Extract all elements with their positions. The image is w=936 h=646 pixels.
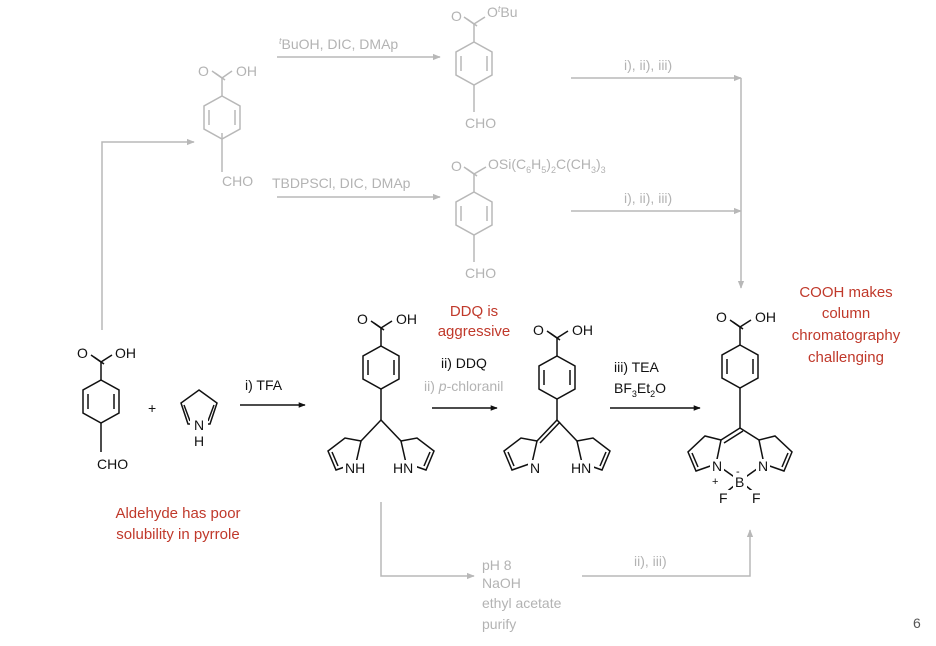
bodipy-acid-o-label: O [716, 309, 727, 325]
tbu-ester-structure [455, 16, 493, 112]
silyl-ester-cho-label: CHO [465, 265, 496, 281]
upper-acid-cho-label: CHO [222, 173, 253, 189]
tbdps-reagent-label: TBDPSCl, DIC, DMAp [272, 175, 411, 191]
tbu-ester-otbu-label: OtBu [487, 4, 518, 20]
bodipy-acid-oh-label: OH [755, 309, 776, 325]
workup-line-3: ethyl acetate [482, 595, 562, 611]
cooh-note-line-3: chromatography [792, 327, 901, 344]
upper-acid-o-label: O [198, 63, 209, 79]
silyl-ester-osi-label: OSi(C6H5)2C(CH3)3 [488, 156, 606, 175]
formylbenzoic-acid-upper [203, 70, 241, 172]
cooh-note-line-2: column [822, 305, 870, 322]
start-acid-oh-label: OH [115, 345, 136, 361]
tbu-ester-cho-label: CHO [465, 115, 496, 131]
workup-line-1: pH 8 [482, 557, 512, 573]
ddq-note-line-2: aggressive [438, 323, 511, 340]
bodipy-f-left-label: F [719, 490, 728, 506]
workup-line-2: NaOH [482, 575, 521, 591]
dpm-nh-label: NH [345, 460, 365, 476]
pyrrole-n-label: N [194, 417, 204, 433]
aldehyde-note-line-2: solubility in pyrrole [116, 526, 239, 543]
upper-acid-oh-label: OH [236, 63, 257, 79]
pyrrole-h-label: H [194, 433, 204, 449]
page-number: 6 [913, 615, 921, 631]
aldehyde-note-line-1: Aldehyde has poor [115, 505, 240, 522]
bodipy-n-left-label: N [712, 458, 722, 474]
start-acid-o-label: O [77, 345, 88, 361]
workup-to-bodipy-arrow [582, 529, 754, 577]
dipyrromethane-structure [327, 320, 435, 471]
bodipy-f-right-label: F [752, 490, 761, 506]
tfa-label: i) TFA [245, 377, 283, 393]
lower-steps-label: ii), iii) [634, 553, 667, 569]
bf3-label: BF3Et2O [614, 380, 666, 399]
cooh-note-line-4: challenging [808, 349, 884, 366]
silyl-ester-o-label: O [451, 158, 462, 174]
middle-steps-label: i), ii), iii) [624, 190, 672, 206]
silyl-ester-structure [455, 166, 493, 262]
tbuoh-reagent-label: tBuOH, DIC, DMAp [279, 36, 398, 52]
dpm-hn-label: HN [393, 460, 413, 476]
dpme-acid-o-label: O [533, 322, 544, 338]
bodipy-structure [687, 319, 793, 495]
upper-steps-label: i), ii), iii) [624, 57, 672, 73]
formylbenzoic-acid-start [82, 354, 120, 452]
ddq-note-line-1: DDQ is [450, 303, 498, 320]
workup-route-arrow [380, 502, 475, 580]
dpm-acid-o-label: O [357, 311, 368, 327]
tbu-ester-o-label: O [451, 8, 462, 24]
plus-sign: + [148, 400, 156, 416]
start-acid-cho-label: CHO [97, 456, 128, 472]
dpm-acid-oh-label: OH [396, 311, 417, 327]
chloranil-label: ii) p-chloranil [424, 378, 503, 394]
bodipy-b-label: B [735, 474, 744, 490]
ddq-label: ii) DDQ [441, 355, 487, 371]
tea-label: iii) TEA [614, 359, 660, 375]
cooh-note-line-1: COOH makes [799, 284, 892, 301]
dpme-n-label: N [530, 460, 540, 476]
dipyrromethene-structure [503, 330, 611, 471]
workup-line-4: purify [482, 616, 516, 632]
bodipy-minus-charge: - [736, 466, 740, 478]
protection-route-arrow [101, 138, 195, 330]
dpme-hn-label: HN [571, 460, 591, 476]
bodipy-n-right-label: N [758, 458, 768, 474]
dpme-acid-oh-label: OH [572, 322, 593, 338]
bodipy-plus-charge: + [712, 476, 718, 488]
